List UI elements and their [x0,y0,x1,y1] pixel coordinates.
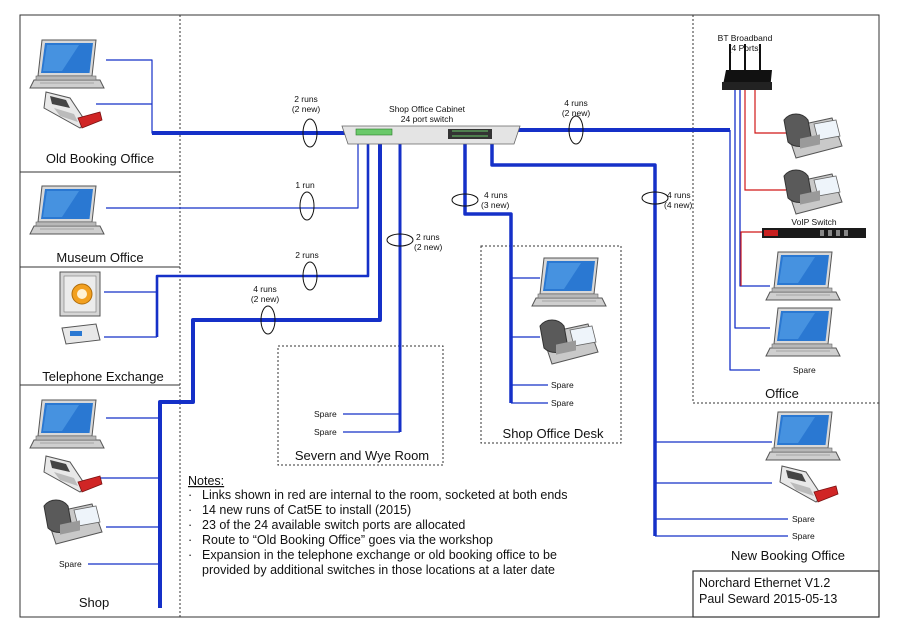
device-labels: Shop Office Cabinet 24 port switch BT Br… [389,33,837,227]
room-severn: Severn and Wye Room [295,448,429,463]
link-phone-1 [754,90,786,134]
spare-label: Spare [551,398,574,408]
laptop-icon [29,39,105,89]
router-ports-label: (4 Ports) [729,43,762,53]
phone-icon [539,319,599,365]
runs-office-new: (2 new) [562,108,591,118]
runs-severn: 2 runs [416,232,440,242]
shop-switch [341,125,521,145]
room-new-booking: New Booking Office [731,548,845,563]
runs-old-booking: 2 runs [294,94,318,104]
voip-switch-label: VoIP Switch [791,217,836,227]
notes: Notes: · Links shown in red are internal… [188,474,568,577]
svg-text:·: · [188,518,192,532]
runs-desk: 4 runs [484,190,508,200]
cable-office-laptop-2 [734,90,770,329]
room-telephone: Telephone Exchange [42,369,163,384]
trunk-new-booking [490,140,657,536]
voip-switch [762,228,866,238]
note-item: Expansion in the telephone exchange or o… [202,548,557,562]
svg-text:·: · [188,533,192,547]
note-item: 23 of the 24 available switch ports are … [202,518,465,532]
phone-icon [43,499,103,545]
card-reader-icon [43,455,103,493]
runs-museum: 1 run [295,180,315,190]
diagram-author: Paul Seward 2015-05-13 [699,592,837,606]
svg-text:·: · [188,488,192,502]
diagram-title: Norchard Ethernet V1.2 [699,576,830,590]
spare-labels: Spare Spare Spare Spare Spare Spare Spar… [59,365,816,569]
runs-office: 4 runs [564,98,588,108]
exchange-box-icon [61,323,101,345]
spare-label: Spare [314,427,337,437]
note-item: Links shown in red are internal to the r… [202,488,568,502]
runs-new-booking-new: (4 new) [664,200,693,210]
link-phone-2 [744,90,786,191]
trunk-shop [158,140,382,608]
svg-text:·: · [188,548,192,562]
run-labels: 2 runs (2 new) 1 run 2 runs 4 runs (2 ne… [251,94,693,304]
run-markers [260,115,669,335]
cable-office-laptop-1 [739,90,770,287]
room-museum: Museum Office [56,250,143,265]
card-reader-icon [43,91,103,129]
severn-room-box [277,345,444,466]
laptop-icon [29,399,105,449]
runs-shop: 4 runs [253,284,277,294]
runs-new-booking: 4 runs [667,190,691,200]
switch-label: 24 port switch [401,114,454,124]
room-office: Office [765,386,799,401]
spare-label: Spare [793,365,816,375]
room-shop: Shop [79,595,109,610]
bt-router [722,44,772,90]
laptop-icon [765,307,841,357]
runs-old-booking-new: (2 new) [292,104,321,114]
laptop-icon [765,411,841,461]
router-label: BT Broadband [718,33,773,43]
note-item: Route to “Old Booking Office” goes via t… [202,533,493,547]
room-labels: Old Booking Office Museum Office Telepho… [42,151,845,610]
shop-desk-box [480,245,622,444]
room-shop-desk: Shop Office Desk [503,426,604,441]
phone-icon [783,113,843,159]
spare-label: Spare [792,531,815,541]
laptop-icon [531,257,607,307]
notes-heading: Notes: [188,474,224,488]
server-icon [59,271,101,317]
layout-borders [19,14,880,618]
diagram-frame [19,14,880,618]
runs-shop-new: (2 new) [251,294,280,304]
runs-desk-new: (3 new) [481,200,510,210]
spare-label: Spare [59,559,82,569]
devices [29,39,843,545]
title-block-box [692,570,880,618]
note-item: provided by additional switches in those… [202,563,555,577]
svg-text:·: · [188,503,192,517]
cabinet-label: Shop Office Cabinet [389,104,466,114]
spare-label: Spare [792,514,815,524]
trunk-telephone [155,140,370,337]
spare-label: Spare [551,380,574,390]
cables [88,59,788,608]
laptop-icon [29,185,105,235]
phone-icon [783,169,843,215]
runs-telephone: 2 runs [295,250,319,260]
runs-severn-new: (2 new) [414,242,443,252]
title-block: Norchard Ethernet V1.2 Paul Seward 2015-… [699,576,837,606]
cable-museum [106,140,359,209]
laptop-icon [765,251,841,301]
card-reader-icon [779,465,839,503]
spare-label: Spare [314,409,337,419]
link-voip [740,231,763,286]
trunk-shop-desk [463,140,513,403]
internal-links [740,90,786,286]
cable-office-spare [729,130,760,371]
note-item: 14 new runs of Cat5E to install (2015) [202,503,411,517]
room-old-booking: Old Booking Office [46,151,154,166]
